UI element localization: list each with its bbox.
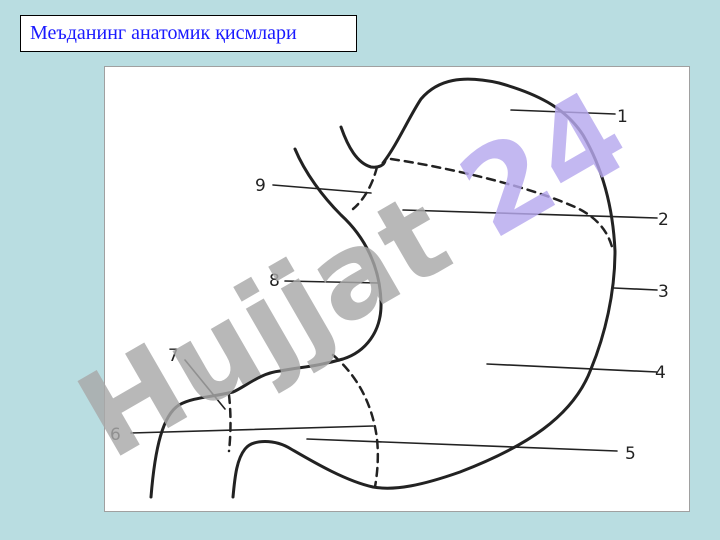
part-number-7: 7	[168, 346, 179, 366]
part-number-4: 4	[655, 363, 666, 383]
leader-line-7	[184, 359, 226, 410]
fundus-dashed-boundary	[389, 157, 615, 253]
lesser-curvature-outline	[149, 147, 383, 499]
cardiac-notch-outline	[339, 125, 387, 169]
leader-line-8	[284, 280, 380, 284]
leader-line-4	[486, 363, 658, 373]
leader-line-9	[272, 184, 372, 194]
part-number-1: 1	[617, 107, 628, 127]
greater-curvature-outline	[231, 77, 617, 499]
part-number-5: 5	[625, 444, 636, 464]
leader-line-6	[130, 425, 374, 434]
cardia-dashed-boundary	[351, 165, 379, 211]
part-number-2: 2	[658, 210, 669, 230]
leader-line-5	[306, 438, 618, 452]
part-number-3: 3	[658, 282, 669, 302]
leader-line-1	[510, 109, 616, 115]
part-number-6: 6	[110, 425, 121, 445]
leader-line-3	[613, 287, 658, 291]
stomach-drawing: 1 2 3 4 5 6 7 8 9	[110, 77, 669, 499]
leader-line-2	[402, 209, 658, 219]
part-number-9: 9	[255, 176, 266, 196]
slide-title: Меъданинг анатомик қисмлари	[20, 15, 357, 52]
stomach-diagram: 1 2 3 4 5 6 7 8 9	[104, 66, 690, 512]
antrum-dashed-boundary	[331, 353, 380, 489]
part-number-8: 8	[269, 271, 280, 291]
pylorus-dashed-boundary	[227, 393, 232, 453]
